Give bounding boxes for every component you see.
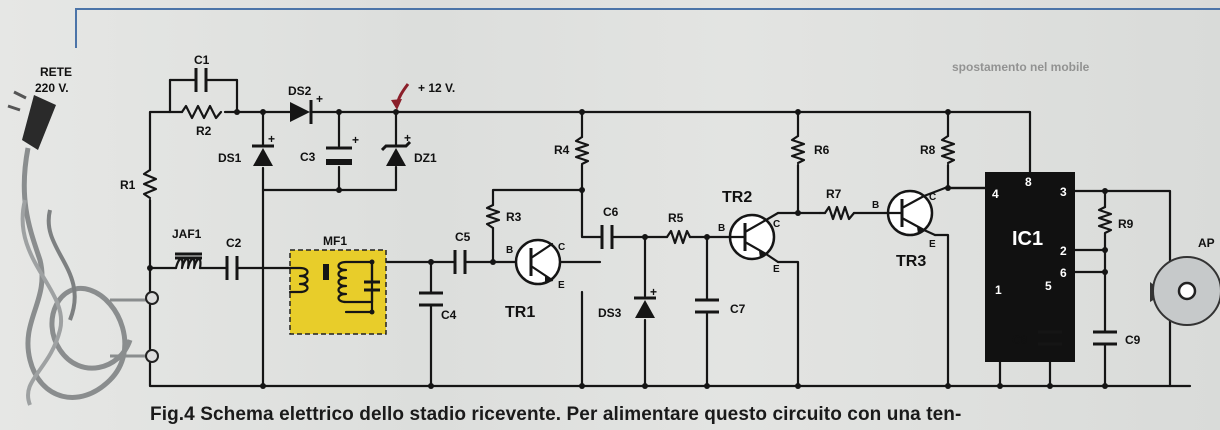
label-r3: R3 (506, 210, 522, 224)
label-r8: R8 (920, 143, 936, 157)
resistor-r1: R1 (120, 168, 158, 200)
label-tr2: TR2 (722, 189, 752, 206)
label-r2: R2 (196, 124, 212, 138)
ic1-pin-6: 6 (1060, 266, 1067, 280)
frame-left-line (75, 8, 77, 48)
power-plug (7, 90, 159, 406)
ic-ic1: IC1 4 8 3 2 6 1 5 (985, 172, 1075, 362)
ic1-pin-2: 2 (1060, 244, 1067, 258)
label-r4: R4 (554, 143, 570, 157)
supply-voltage-label: + 12 V. (418, 81, 455, 95)
label-r9: R9 (1118, 217, 1134, 231)
capacitor-c8: C8 (1012, 330, 1062, 347)
capacitor-c6: C6 (580, 205, 619, 249)
label-c7: C7 (730, 302, 746, 316)
speaker-ap: AP (1150, 236, 1220, 326)
capacitor-c2: C2 (225, 236, 242, 280)
resistor-r3: R3 (485, 203, 522, 230)
resistor-r6: R6 (790, 134, 830, 165)
label-tr1: TR1 (505, 304, 535, 321)
label-c6: C6 (603, 205, 619, 219)
transformer-mf1: MF1 (288, 234, 387, 335)
ds3-plus: + (650, 285, 657, 299)
ic1-pin-5: 5 (1045, 279, 1052, 293)
diode-ds1: DS1 + (218, 132, 275, 166)
tr2-pin-e: E (773, 264, 780, 275)
capacitor-c5: C5 (453, 230, 471, 274)
ic1-pin-3: 3 (1060, 185, 1067, 199)
capacitor-c1: C1 (168, 53, 239, 92)
background-page-text: spostamento nel mobile (952, 60, 1090, 74)
label-c1: C1 (194, 53, 210, 67)
label-c8: C8 (1012, 333, 1028, 347)
label-c2: C2 (226, 236, 242, 250)
choke-jaf1: JAF1 (172, 227, 202, 270)
capacitor-c4: C4 (419, 291, 457, 322)
diode-ds2: DS2 + (288, 84, 323, 124)
ic1-pin-4: 4 (992, 187, 999, 201)
tr3-pin-b: B (872, 200, 879, 211)
label-r5: R5 (668, 211, 684, 225)
label-c9: C9 (1125, 333, 1141, 347)
label-jaf1: JAF1 (172, 227, 202, 241)
figure-caption: Fig.4 Schema elettrico dello stadio rice… (150, 404, 962, 425)
label-r7: R7 (826, 187, 842, 201)
c3-plus: + (352, 133, 359, 147)
label-ic1: IC1 (1012, 228, 1043, 250)
resistor-r8: R8 (920, 134, 956, 165)
label-ds3: DS3 (598, 306, 622, 320)
tr1-pin-e: E (558, 280, 565, 291)
label-r6: R6 (814, 143, 830, 157)
capacitor-c9: C9 (1093, 330, 1141, 347)
frame-top-line (75, 8, 1220, 10)
label-tr3: TR3 (896, 253, 926, 270)
dz1-plus: + (404, 131, 411, 145)
ic1-pin-1: 1 (995, 283, 1002, 297)
tr1-pin-c: C (558, 242, 565, 253)
resistor-r4: R4 (554, 135, 590, 166)
label-ds1: DS1 (218, 151, 242, 165)
tr3-pin-e: E (929, 239, 936, 250)
zener-dz1: DZ1 + (380, 131, 437, 166)
transistor-tr3: B C E TR3 (872, 186, 947, 270)
junctions (147, 109, 1108, 389)
wires (148, 78, 1192, 388)
resistor-r9: R9 (1097, 205, 1134, 238)
ic1-pin-8: 8 (1025, 175, 1032, 189)
capacitor-c3: C3 + (300, 133, 359, 165)
capacitor-c7: C7 (695, 298, 746, 316)
tr1-pin-b: B (506, 245, 513, 256)
diode-ds3: + DS3 (598, 285, 657, 320)
resistor-r7: R7 (823, 187, 856, 221)
transistor-tr1: B C E TR1 (505, 238, 565, 321)
tr2-pin-c: C (773, 219, 780, 230)
resistor-r2: R2 (180, 104, 223, 138)
label-dz1: DZ1 (414, 151, 437, 165)
label-ds2: DS2 (288, 84, 312, 98)
label-mf1: MF1 (323, 234, 347, 248)
supply-arrow: + 12 V. (391, 81, 455, 110)
label-c4: C4 (441, 308, 457, 322)
label-c5: C5 (455, 230, 471, 244)
tr2-pin-b: B (718, 223, 725, 234)
tr3-pin-c: C (929, 192, 936, 203)
resistor-r5: R5 (665, 211, 692, 245)
ds2-plus: + (316, 92, 323, 106)
label-r1: R1 (120, 178, 136, 192)
label-c3: C3 (300, 150, 316, 164)
ds1-plus: + (268, 132, 275, 146)
label-ap: AP (1198, 236, 1215, 250)
transistor-tr2: B C E TR2 (718, 189, 780, 275)
mains-label-line2: 220 V. (35, 81, 69, 95)
mains-label-line1: RETE (40, 65, 72, 79)
